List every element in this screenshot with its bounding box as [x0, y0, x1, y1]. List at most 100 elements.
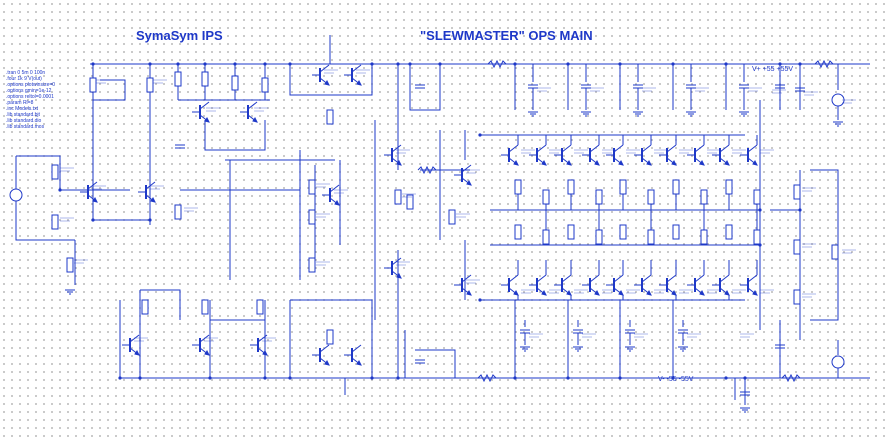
resistor-symbol: [619, 179, 627, 195]
junction-dot: [91, 218, 95, 222]
transistor-lead: [351, 344, 362, 353]
transistor-lead: [247, 101, 258, 110]
resistor-symbol: [595, 189, 603, 205]
resistor-symbol: [647, 229, 655, 245]
resistor-symbol: [417, 165, 437, 175]
resistor-symbol: [781, 373, 801, 383]
junction-dot: [203, 62, 207, 66]
resistor-symbol: [647, 189, 655, 205]
component-layer: [9, 59, 856, 413]
transistor-arrow: [324, 360, 330, 366]
transistor-lead: [199, 334, 210, 343]
transistor-arrow: [752, 290, 758, 296]
transistor-arrow: [594, 290, 600, 296]
transistor-arrow: [699, 160, 705, 166]
transistor-lead: [666, 144, 677, 153]
resistor-symbol: [141, 299, 149, 315]
transistor-lead: [129, 334, 140, 343]
ground-symbol: [625, 346, 635, 352]
transistor-arrow: [513, 160, 519, 166]
ground-symbol: [633, 111, 643, 117]
resistor-symbol: [261, 77, 269, 93]
transistor-arrow: [262, 350, 268, 356]
transistor-lead: [461, 164, 472, 173]
ground-symbol: [686, 111, 696, 117]
transistor-arrow: [356, 80, 362, 86]
transistor-lead: [536, 144, 547, 153]
transistor-lead: [508, 144, 519, 153]
junction-dot: [618, 376, 622, 380]
junction-dot: [671, 62, 675, 66]
resistor-symbol: [700, 189, 708, 205]
transistor-lead: [351, 64, 362, 73]
resistor-symbol: [448, 209, 456, 225]
resistor-symbol: [725, 224, 733, 240]
transistor-lead: [719, 144, 730, 153]
transistor-arrow: [134, 350, 140, 356]
resistor-symbol: [326, 329, 334, 345]
transistor-lead: [613, 144, 624, 153]
wire-layer: [15, 35, 870, 405]
transistor-arrow: [566, 160, 572, 166]
junction-dot: [233, 62, 237, 66]
transistor-lead: [536, 274, 547, 283]
resistor-symbol: [619, 224, 627, 240]
transistor-arrow: [150, 197, 156, 203]
transistor-arrow: [594, 160, 600, 166]
resistor-symbol: [231, 75, 239, 91]
ground-symbol: [528, 111, 538, 117]
junction-dot: [58, 188, 62, 192]
wire: [290, 299, 373, 378]
transistor-lead: [508, 274, 519, 283]
junction-dot: [758, 208, 762, 212]
ground-symbol: [573, 346, 583, 352]
junction-dot: [118, 376, 122, 380]
resistor-symbol: [753, 189, 761, 205]
transistor-lead: [319, 344, 330, 353]
junction-dot: [798, 62, 802, 66]
directive-line: .options gmin=1e-12: [6, 88, 52, 94]
resistor-symbol: [700, 229, 708, 245]
transistor-lead: [666, 274, 677, 283]
resistor-symbol: [66, 257, 74, 273]
voltage-source-symbol: [9, 188, 23, 202]
transistor-lead: [257, 334, 268, 343]
transistor-arrow: [646, 290, 652, 296]
junction-dot: [566, 62, 570, 66]
directive-line: .lib standard.mos: [6, 124, 45, 130]
transistor-arrow: [724, 160, 730, 166]
resistor-symbol: [406, 194, 414, 210]
resistor-symbol: [542, 189, 550, 205]
directive-line: .lib standard.dio: [6, 118, 42, 124]
directive-line: .param Rl=8: [6, 100, 34, 106]
transistor-arrow: [618, 160, 624, 166]
wire: [289, 64, 373, 96]
resistor-symbol: [308, 209, 316, 225]
junction-dot: [148, 218, 152, 222]
wire: [15, 156, 75, 241]
resistor-symbol: [753, 229, 761, 245]
wire: [415, 349, 456, 378]
junction-dot: [724, 376, 728, 380]
junction-dot: [478, 298, 482, 302]
transistor-lead: [87, 181, 98, 190]
junction-dot: [778, 62, 782, 66]
ground-symbol: [581, 111, 591, 117]
transistor-lead: [694, 144, 705, 153]
directive-line: .tran 0 5m 0 100n: [6, 70, 46, 76]
directive-line: .four 1k 9 V(out): [6, 76, 42, 82]
transistor-arrow: [671, 290, 677, 296]
junction-dot: [758, 243, 762, 247]
junction-dot: [618, 62, 622, 66]
transistor-arrow: [324, 80, 330, 86]
resistor-symbol: [174, 71, 182, 87]
junction-dot: [513, 376, 517, 380]
ground-symbol: [65, 289, 75, 295]
transistor-arrow: [396, 160, 402, 166]
resistor-symbol: [51, 164, 59, 180]
resistor-symbol: [567, 224, 575, 240]
resistor-symbol: [672, 224, 680, 240]
transistor-arrow: [356, 360, 362, 366]
transistor-arrow: [513, 290, 519, 296]
resistor-symbol: [477, 373, 497, 383]
